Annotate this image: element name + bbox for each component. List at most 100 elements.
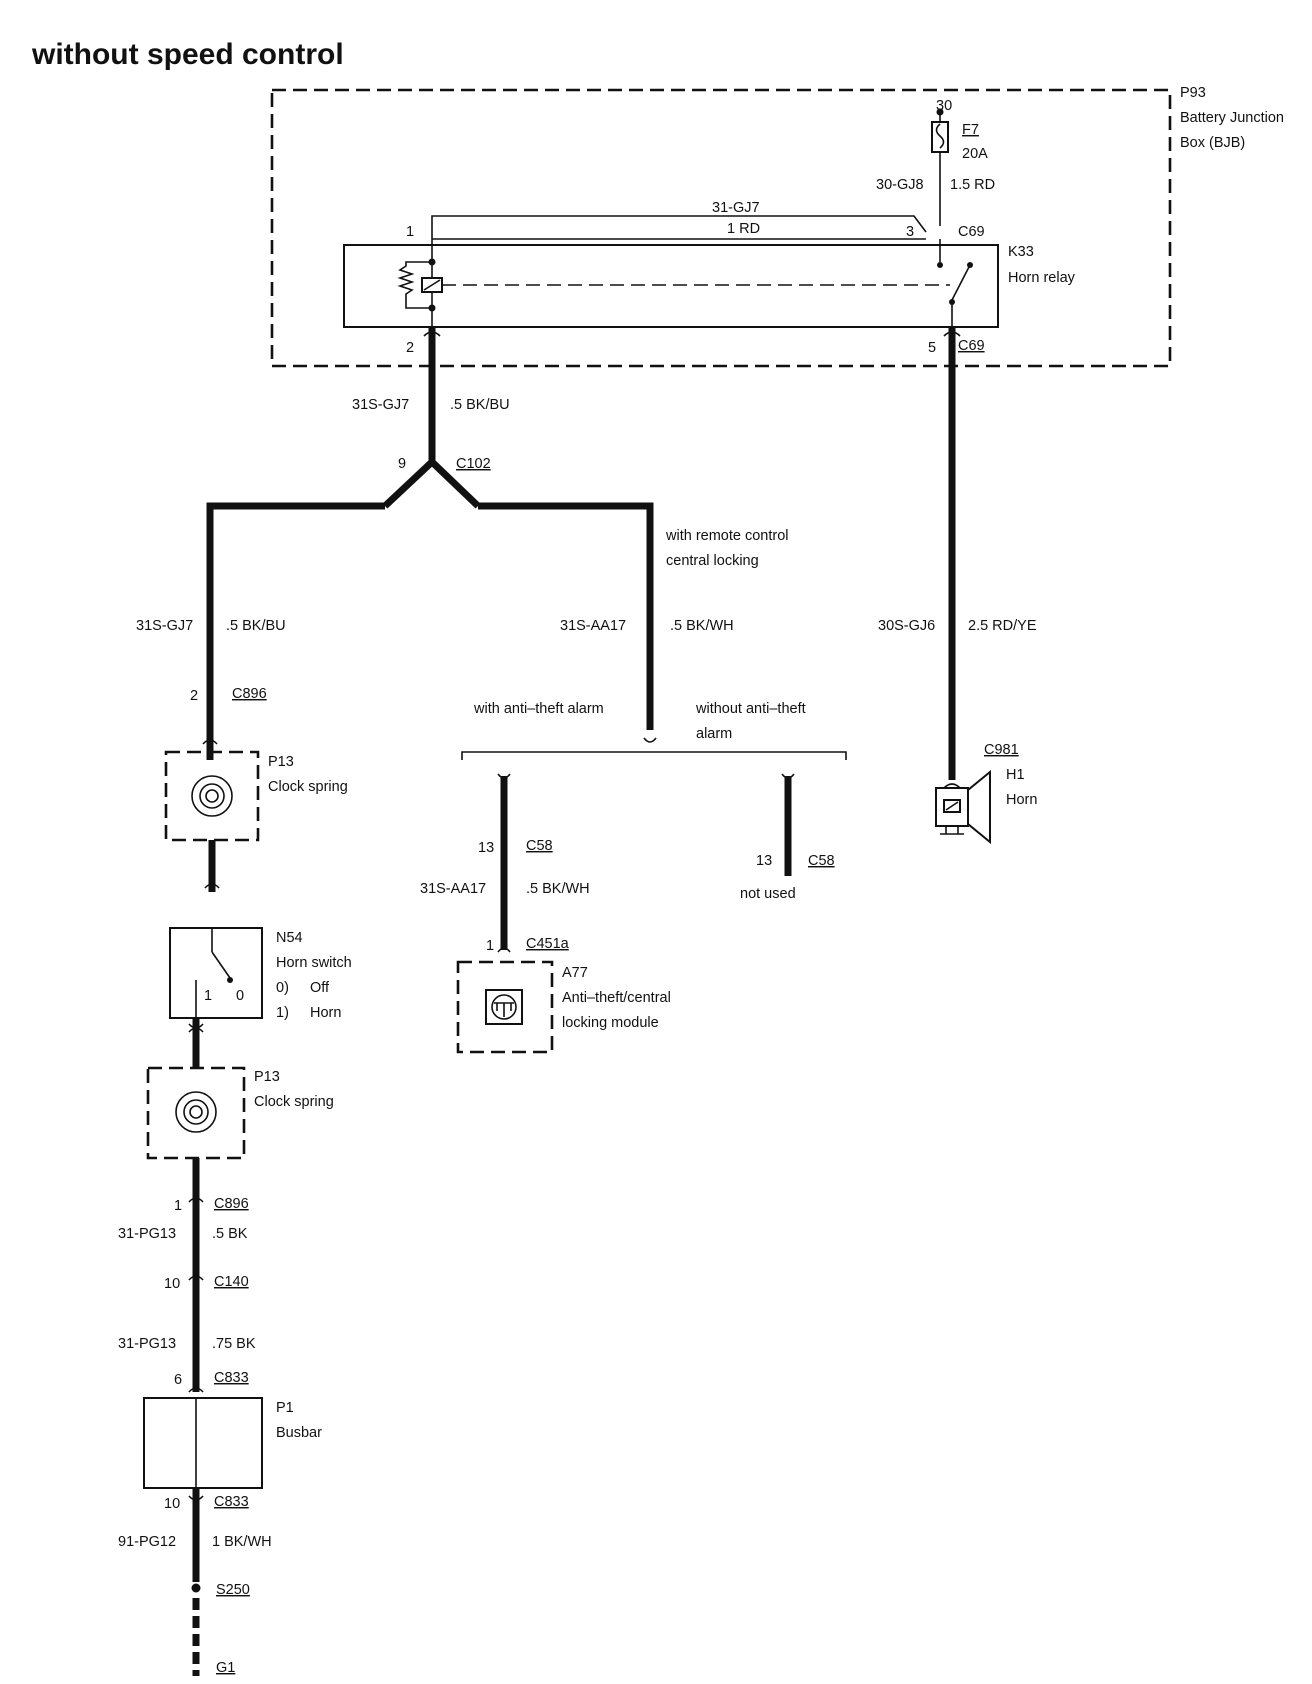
c102-pin: 9 [398, 456, 406, 472]
c896-bottom-pin: 1 [174, 1198, 182, 1214]
clock-spring-bottom-id: P13 [254, 1069, 280, 1085]
c451a-pin: 1 [486, 938, 494, 954]
wire-left-branch [206, 502, 385, 742]
alarm-option-bracket [461, 751, 847, 760]
bjb-name-line1: Battery Junction [1180, 110, 1284, 126]
horn-switch-id: N54 [276, 930, 303, 946]
c58-right-pin: 13 [756, 853, 772, 869]
clock-spring-top-name: Clock spring [268, 779, 348, 795]
relay-pin-3: 3 [906, 224, 914, 240]
ground-id: G1 [216, 1660, 235, 1676]
pg13b-spec: .75 BK [212, 1336, 256, 1352]
c102-id: C102 [456, 456, 491, 472]
horn-connector: C981 [984, 742, 1019, 758]
horn-switch-pos1-num: 1) [276, 1005, 289, 1021]
relay-pin-5: 5 [928, 340, 936, 356]
horn-switch-name: Horn switch [276, 955, 352, 971]
horn-switch-contact-0: 0 [236, 988, 244, 1004]
c58-left-pin: 13 [478, 840, 494, 856]
pg12-spec: 1 BK/WH [212, 1534, 272, 1550]
c58-wire-code: 31S-AA17 [420, 881, 486, 897]
clock-spring-bottom [146, 1066, 246, 1160]
horn-icon [935, 769, 991, 845]
module-id: A77 [562, 965, 588, 981]
busbar-id: P1 [276, 1400, 294, 1416]
anti-theft-module [456, 960, 554, 1054]
fuse-f7 [931, 108, 949, 226]
wire-middle-branch [478, 502, 654, 730]
pg12-code: 91-PG12 [118, 1534, 176, 1550]
horn-switch-contact-1: 1 [204, 988, 212, 1004]
relay-connector-top: C69 [958, 224, 985, 240]
alarm-without-label-line1: without anti–theft [695, 701, 806, 717]
busbar [143, 1397, 263, 1489]
left-branch-code: 31S-GJ7 [136, 618, 193, 634]
c58-wire-spec: .5 BK/WH [526, 881, 590, 897]
fuse-id: F7 [962, 122, 979, 138]
wire-relay-to-c102-code: 31S-GJ7 [352, 397, 409, 413]
fuse-wire-spec: 1.5 RD [950, 177, 995, 193]
pg13a-code: 31-PG13 [118, 1226, 176, 1242]
horn-switch-pos0-num: 0) [276, 980, 289, 996]
battery-junction-box-enclosure [270, 88, 1172, 368]
c102-junction [382, 457, 481, 509]
relay-internal-wire-spec: 1 RD [727, 221, 760, 237]
wire-relay-to-c102-spec: .5 BK/BU [450, 397, 510, 413]
horn-id: H1 [1006, 767, 1025, 783]
pg13a-spec: .5 BK [212, 1226, 248, 1242]
busbar-name: Busbar [276, 1425, 322, 1441]
c140-pin: 10 [164, 1276, 180, 1292]
module-name-line2: locking module [562, 1015, 659, 1031]
c896-bottom-id: C896 [214, 1196, 249, 1212]
c833-bottom-pin: 10 [164, 1496, 180, 1512]
fuse-terminal-label: 30 [936, 98, 952, 114]
c833-bottom-id: C833 [214, 1494, 249, 1510]
alarm-without-label-line2: alarm [696, 726, 732, 742]
relay-internal-wire [431, 215, 927, 245]
c833-top-pin: 6 [174, 1372, 182, 1388]
relay-pin-2: 2 [406, 340, 414, 356]
splice-dot [191, 1583, 201, 1593]
c58-not-used: not used [740, 886, 796, 902]
bjb-id: P93 [1180, 85, 1206, 101]
relay-name: Horn relay [1008, 270, 1076, 286]
c896-top-pin: 2 [190, 688, 198, 704]
clock-spring-bottom-icon [175, 1091, 217, 1133]
c58-right-id: C58 [808, 853, 835, 869]
c896-top-id: C896 [232, 686, 267, 702]
horn-switch-pos0: Off [310, 980, 330, 996]
module-symbol-icon [485, 989, 523, 1025]
diagram-title: without speed control [31, 38, 344, 71]
middle-branch-spec: .5 BK/WH [670, 618, 734, 634]
c58-left-id: C58 [526, 838, 553, 854]
horn-switch-pos1: Horn [310, 1005, 341, 1021]
left-branch-spec: .5 BK/BU [226, 618, 286, 634]
relay-coil [397, 245, 443, 327]
horn-relay-body [343, 244, 999, 328]
c451a-id: C451a [526, 936, 570, 952]
pg13b-code: 31-PG13 [118, 1336, 176, 1352]
middle-branch-code: 31S-AA17 [560, 618, 626, 634]
clock-spring-top [164, 750, 260, 842]
relay-id: K33 [1008, 244, 1034, 260]
relay-internal-wire-code: 31-GJ7 [712, 200, 760, 216]
horn-name: Horn [1006, 792, 1037, 808]
alarm-with-label: with anti–theft alarm [473, 701, 604, 717]
horn-switch [169, 927, 263, 1019]
relay-contact [937, 239, 973, 327]
fuse-wire-code: 30-GJ8 [876, 177, 924, 193]
relay-pin-1: 1 [406, 224, 414, 240]
splice-id: S250 [216, 1582, 250, 1598]
c140-id: C140 [214, 1274, 249, 1290]
clock-spring-top-id: P13 [268, 754, 294, 770]
module-name-line1: Anti–theft/central [562, 990, 671, 1006]
clock-spring-bottom-name: Clock spring [254, 1094, 334, 1110]
fuse-rating: 20A [962, 146, 988, 162]
relay-connector-bottom: C69 [958, 338, 985, 354]
clock-spring-top-icon [191, 775, 233, 817]
bjb-name-line2: Box (BJB) [1180, 135, 1245, 151]
horn-switch-contact [195, 928, 233, 1018]
remote-note-line2: central locking [666, 553, 759, 569]
remote-note-line1: with remote control [665, 528, 789, 544]
